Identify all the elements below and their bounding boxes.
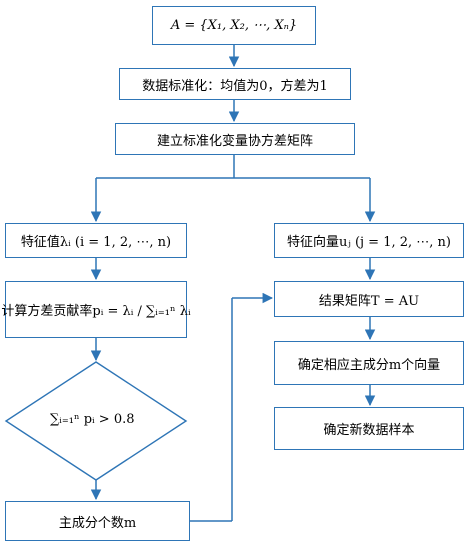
node-eigenvalue-label: 特征值λᵢ (i = 1, 2, ⋯, n) bbox=[20, 235, 172, 250]
decision-diamond bbox=[4, 361, 188, 481]
node-covariance-matrix: 建立标准化变量协方差矩阵 bbox=[115, 123, 355, 155]
node-standardize-label: 数据标准化：均值为0，方差为1 bbox=[142, 78, 328, 94]
node-contribution-rate: 计算方差贡献率pᵢ = λᵢ / ∑ᵢ₌₁ⁿ λᵢ bbox=[1, 281, 191, 338]
node-result-matrix-label: 结果矩阵T = AU bbox=[318, 293, 420, 309]
node-component-count-label: 主成分个数m bbox=[58, 515, 137, 531]
node-result-matrix: 结果矩阵T = AU bbox=[274, 281, 464, 317]
node-determine-vectors: 确定相应主成分m个向量 bbox=[274, 341, 464, 385]
node-standardize: 数据标准化：均值为0，方差为1 bbox=[119, 68, 351, 100]
node-data-set-label: A = {X₁, X₂, ⋯, Xₙ} bbox=[170, 18, 298, 33]
node-contribution-rate-label: 计算方差贡献率pᵢ = λᵢ / ∑ᵢ₌₁ⁿ λᵢ bbox=[1, 304, 191, 319]
node-new-sample-label: 确定新数据样本 bbox=[323, 423, 415, 438]
node-eigenvalue: 特征值λᵢ (i = 1, 2, ⋯, n) bbox=[5, 223, 187, 258]
node-eigenvector: 特征向量uⱼ (j = 1, 2, ⋯, n) bbox=[274, 223, 464, 258]
node-covariance-matrix-label: 建立标准化变量协方差矩阵 bbox=[156, 133, 313, 149]
node-component-count: 主成分个数m bbox=[5, 501, 190, 541]
node-data-set: A = {X₁, X₂, ⋯, Xₙ} bbox=[152, 6, 316, 45]
node-eigenvector-label: 特征向量uⱼ (j = 1, 2, ⋯, n) bbox=[287, 235, 451, 250]
node-decision-label: ∑ᵢ₌₁ⁿ pᵢ > 0.8 bbox=[50, 412, 135, 427]
node-determine-vectors-label: 确定相应主成分m个向量 bbox=[297, 357, 441, 373]
node-new-sample: 确定新数据样本 bbox=[274, 407, 464, 450]
